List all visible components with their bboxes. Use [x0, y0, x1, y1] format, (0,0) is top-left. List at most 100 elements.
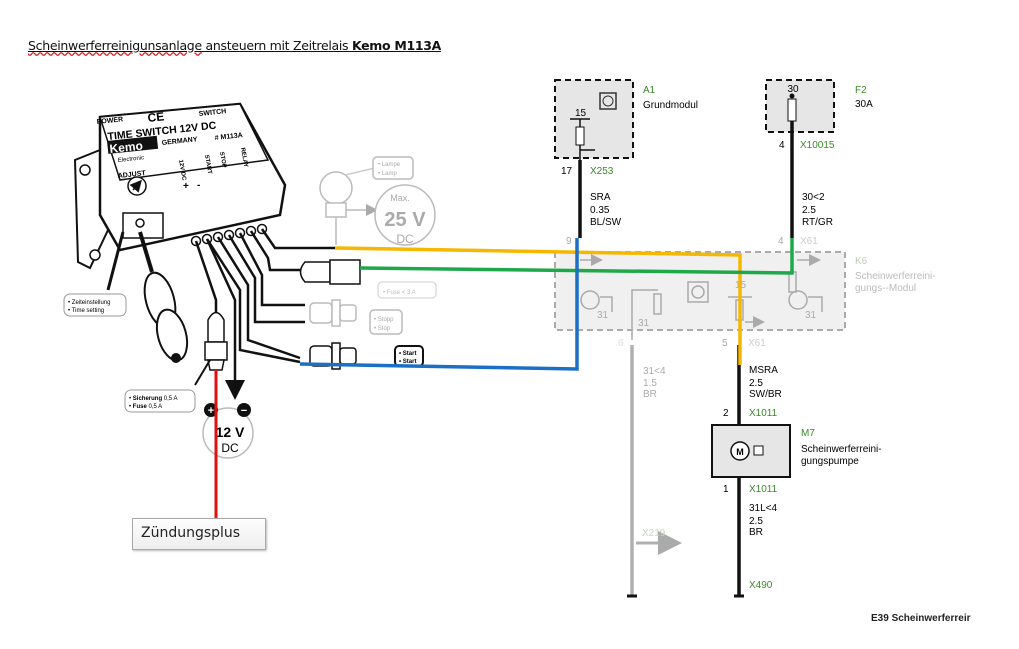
wire-30-color: RT/GR	[802, 217, 833, 228]
wire-31l-color: BR	[749, 527, 763, 538]
plus-sign: +	[208, 405, 214, 417]
supply-unit: DC	[221, 441, 239, 455]
k6-id: K6	[855, 256, 868, 267]
a1-module-icon	[599, 92, 617, 110]
k6-gnd-31-b: 31	[638, 318, 650, 329]
terminal-label-12v: 12V DC	[177, 159, 187, 181]
fuse-callout-pointer	[194, 359, 211, 386]
ce-mark: CE	[147, 109, 165, 125]
switch-label: SWITCH	[198, 108, 226, 118]
max-voltage-value: 25 V	[384, 209, 426, 231]
adjust-screw-icon	[135, 218, 145, 228]
time-setting-pointer	[106, 231, 125, 291]
start-button-illustration	[309, 342, 424, 370]
wire-31l-name: 31L<4	[749, 503, 778, 514]
x253-connector: X253	[590, 166, 614, 177]
wire-31-4-size: 1.5	[643, 378, 657, 389]
supply-fuse-callout-box	[124, 389, 196, 413]
wire-30-size: 2.5	[802, 205, 816, 216]
a1-pin-17: 17	[561, 166, 573, 177]
sra-name: SRA	[590, 192, 611, 203]
stop-callout-en: • Stop	[374, 326, 391, 332]
a1-pin-15: 15	[575, 108, 587, 119]
f2-pin-4: 4	[779, 140, 785, 151]
time-setting-callout-box	[63, 293, 127, 317]
k6-pin-6: 6	[618, 338, 624, 349]
lamp-illustration	[319, 156, 436, 246]
x490-connector: X490	[749, 580, 773, 591]
green-wire-30-to-relay	[359, 238, 794, 275]
m7-name-1: Scheinwerferreini-	[801, 444, 882, 455]
wire-31l-size: 2.5	[749, 516, 763, 527]
mount-hole-icon	[89, 249, 101, 261]
zuendungsplus-label-box: Zündungsplus	[132, 518, 266, 550]
lamp-callout-de: • Lampe	[378, 162, 401, 168]
supply-fuse-de: • Sicherung 0,5 A	[129, 396, 177, 402]
m7-name-2: gungspumpe	[801, 456, 859, 467]
k6-pin-9: 9	[566, 236, 572, 247]
stop-callout-de: • Stopp	[374, 317, 394, 323]
supply-voltage: 12 V	[216, 424, 245, 440]
terminal-plus: +	[183, 181, 189, 192]
supply-fuse-holder	[204, 311, 228, 371]
f2-id: F2	[855, 85, 867, 96]
stop-button-illustration	[309, 299, 403, 335]
wire-31-4-color: BR	[643, 389, 657, 400]
relay-fuse-holder	[299, 259, 361, 285]
k6-gnd-31-a: 31	[597, 310, 609, 321]
time-setting-de: • Zeiteinstellung	[68, 300, 110, 306]
fuse-icon	[787, 98, 797, 122]
m7-pin-2: 2	[723, 408, 729, 419]
x10015-connector: X10015	[800, 140, 835, 151]
diagram-footer: E39 Scheinwerferreir	[871, 613, 971, 624]
k6-module-box	[554, 251, 846, 331]
k6-pin-5: 5	[722, 338, 728, 349]
pump-icon	[753, 445, 764, 456]
msra-name: MSRA	[749, 365, 778, 376]
x1011-bottom: X1011	[749, 484, 778, 495]
k6-name-2: gungs--Modul	[855, 283, 916, 294]
supply-fuse-en: • Fuse 0,5 A	[129, 404, 162, 410]
brand-badge	[106, 135, 159, 154]
max-voltage-unit: DC	[396, 232, 414, 246]
f2-fuse-box	[765, 79, 835, 133]
a1-name: Grundmodul	[643, 100, 698, 111]
msra-color: SW/BR	[749, 389, 782, 400]
x1011-top: X1011	[749, 408, 778, 419]
motor-icon	[730, 441, 750, 461]
adjust-label: ADJUST	[117, 170, 146, 180]
title-model: Kemo M113A	[351, 38, 442, 53]
brand-logo: Kemo	[109, 139, 144, 156]
k6-x61-bottom: X61	[748, 338, 766, 349]
k6-name-1: Scheinwerferreini-	[855, 271, 936, 282]
start-callout-en: • Start	[399, 359, 416, 365]
model-label: # M113A	[214, 132, 243, 142]
terminal-label-relay: RELAY	[239, 147, 248, 168]
f2-pin-30: 30	[787, 84, 799, 95]
start-callout-de: • Start	[399, 351, 416, 357]
a1-module-box	[554, 79, 634, 159]
terminal-minus: -	[197, 180, 200, 191]
time-setting-en: • Time setting	[68, 308, 104, 314]
sra-size: 0.35	[590, 205, 610, 216]
k6-pin-4: 4	[778, 236, 784, 247]
terminal-label-stop: STOP	[218, 151, 227, 168]
fuse-callout-en: • Fuse < 3 A	[383, 290, 416, 296]
motor-symbol: M	[736, 447, 744, 457]
screwdriver-icon	[138, 231, 189, 363]
fuse-callout-box	[377, 281, 437, 299]
lamp-callout-en: • Lamp	[378, 171, 397, 177]
k6-gnd-31-c: 31	[805, 310, 817, 321]
minus-terminal-icon	[237, 403, 251, 417]
wire-31-4-name: 31<4	[643, 366, 666, 377]
module-wires	[194, 228, 335, 400]
wire-30-name: 30<2	[802, 192, 825, 203]
m7-pin-1: 1	[723, 484, 729, 495]
sra-color: BL/SW	[590, 217, 622, 228]
msra-size: 2.5	[749, 378, 763, 389]
title-part-1: Scheinwerferreinigunsanlage	[28, 38, 202, 53]
max-voltage-top: Max.	[390, 193, 410, 203]
f2-rating: 30A	[855, 99, 873, 110]
kemo-time-switch-module: POWER CE SWITCH TIME SWITCH 12V DC Kemo …	[73, 102, 287, 270]
